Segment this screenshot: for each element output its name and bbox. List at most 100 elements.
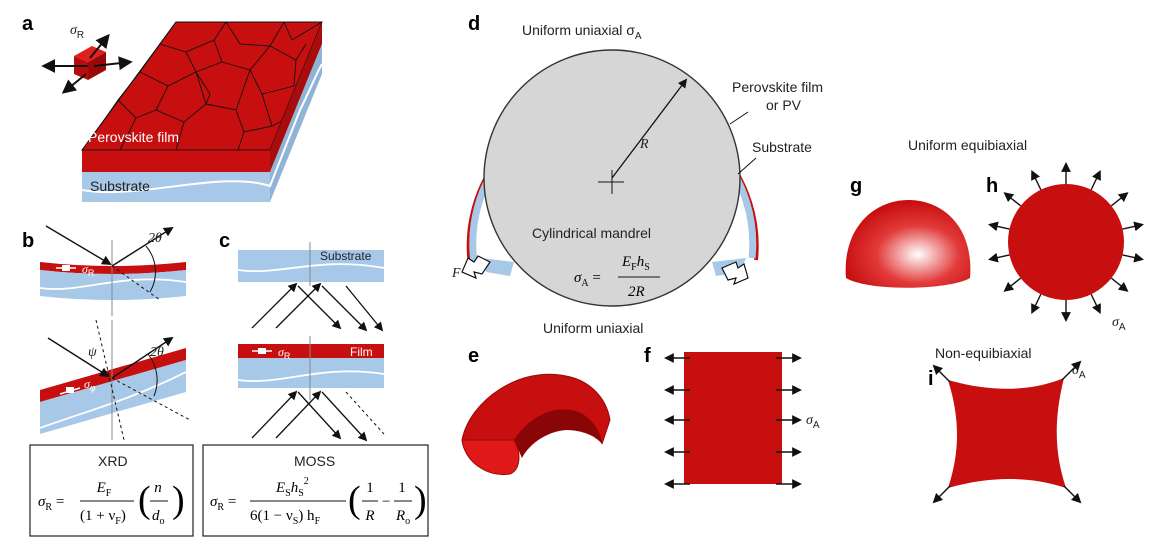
radial-stress-arrow bbox=[1110, 277, 1129, 292]
force-arrow-right-icon bbox=[721, 261, 749, 286]
sigma-r-label: σR bbox=[70, 23, 84, 41]
film-label: Perovskite film bbox=[88, 129, 179, 145]
sigma-r-c: σR bbox=[278, 345, 291, 361]
xrd-title: XRD bbox=[98, 453, 128, 469]
panel-g: g bbox=[845, 175, 971, 288]
panel-i: i σA bbox=[928, 360, 1086, 504]
radius-label: R bbox=[639, 137, 649, 152]
moss-film-label: Film bbox=[350, 345, 373, 359]
radius-arrow bbox=[611, 78, 688, 179]
xrd-equation-box bbox=[29, 444, 194, 537]
force-arrow-left-icon bbox=[461, 255, 491, 280]
mandrel-equation: σA = EFhS 2R bbox=[574, 254, 660, 300]
moss-title: MOSS bbox=[294, 453, 335, 469]
svg-text:1: 1 bbox=[366, 480, 374, 496]
two-theta-bottom: 2θ bbox=[150, 345, 164, 360]
pillow-film bbox=[948, 378, 1066, 488]
sigma-a-i: σA bbox=[1072, 363, 1086, 381]
substrate-label: Substrate bbox=[90, 178, 150, 194]
panel-g-letter: g bbox=[850, 175, 862, 197]
svg-text:(1 + νF): (1 + νF) bbox=[80, 508, 126, 527]
two-theta-top: 2θ bbox=[148, 231, 162, 246]
panel-b: b 2θ σR 2θ ψ σφ XRD bbox=[22, 225, 194, 537]
panel-f: f σA bbox=[644, 345, 820, 489]
panel-h-letter: h bbox=[986, 175, 998, 197]
radial-stress-arrow bbox=[1122, 252, 1144, 263]
radial-stress-arrow bbox=[1122, 221, 1144, 232]
equibiaxial-header: Uniform equibiaxial bbox=[908, 137, 1027, 153]
radial-stress-arrow bbox=[1090, 169, 1101, 191]
svg-text:σA =: σA = bbox=[574, 270, 601, 289]
nonequi-header: Non-equibiaxial bbox=[935, 345, 1032, 361]
svg-text:(: ( bbox=[138, 479, 151, 521]
xrd-equation: σR = EF (1 + νF) ( n do ) bbox=[38, 479, 185, 527]
sigma-a-f: σA bbox=[806, 413, 820, 431]
radial-stress-arrow bbox=[1090, 293, 1101, 315]
panel-c-letter: c bbox=[219, 230, 230, 252]
equibiaxial-arrows bbox=[988, 162, 1144, 322]
panel-e: e bbox=[461, 345, 611, 476]
svg-text:n: n bbox=[154, 480, 162, 496]
radial-stress-arrow bbox=[1003, 277, 1022, 292]
mandrel-label: Cylindrical mandrel bbox=[532, 225, 651, 241]
film-pv-label-2: or PV bbox=[766, 97, 802, 113]
svg-text:(: ( bbox=[348, 479, 361, 521]
moss-equation-box bbox=[202, 444, 429, 537]
panel-f-letter: f bbox=[644, 345, 651, 367]
perovskite-slab bbox=[81, 21, 323, 202]
uniaxial-header: Uniform uniaxial bbox=[543, 320, 643, 336]
stress-cube-icon bbox=[74, 46, 106, 80]
stress-arrow-up bbox=[89, 33, 110, 59]
svg-text:): ) bbox=[414, 479, 427, 521]
radial-stress-arrow bbox=[1003, 192, 1022, 207]
dumbbell-icon-top bbox=[56, 265, 76, 271]
stress-arrow-right bbox=[93, 56, 133, 71]
radial-stress-arrow bbox=[1110, 192, 1129, 207]
moss-substrate-label: Substrate bbox=[320, 249, 372, 263]
panel-h: h σA bbox=[986, 162, 1144, 333]
grain-boundaries bbox=[99, 21, 323, 151]
panel-a: a σR bbox=[22, 13, 323, 202]
force-label: F bbox=[451, 266, 461, 281]
radial-stress-arrow bbox=[988, 221, 1010, 232]
panel-e-letter: e bbox=[468, 345, 479, 367]
panel-a-letter: a bbox=[22, 13, 34, 35]
panel-i-letter: i bbox=[928, 368, 934, 390]
panel-d-letter: d bbox=[468, 13, 480, 35]
panel-c: c Substrate σR Film MOSS σR = EShS2 bbox=[202, 230, 429, 537]
svg-text:2R: 2R bbox=[628, 284, 645, 300]
panel-d-title: Uniform uniaxial σA bbox=[522, 22, 642, 42]
radial-stress-arrow bbox=[1031, 293, 1042, 315]
dumbbell-icon-c bbox=[252, 348, 272, 354]
panel-b-letter: b bbox=[22, 230, 34, 252]
film-pv-label-1: Perovskite film bbox=[732, 79, 823, 95]
svg-text:do: do bbox=[152, 508, 165, 527]
svg-text:Ro: Ro bbox=[395, 508, 410, 527]
dumbbell-icon-bottom bbox=[59, 387, 81, 395]
stress-arrow-down bbox=[61, 73, 87, 94]
dome bbox=[845, 200, 971, 288]
uniaxial-arrows bbox=[664, 353, 802, 489]
radial-stress-arrow bbox=[988, 252, 1010, 263]
svg-text:): ) bbox=[172, 479, 185, 521]
sigma-a-h: σA bbox=[1112, 315, 1126, 333]
uniaxial-film-square bbox=[684, 352, 782, 484]
radial-stress-arrow bbox=[1031, 169, 1042, 191]
psi-label: ψ bbox=[88, 345, 97, 360]
sigma-r-b-top: σR bbox=[82, 262, 95, 278]
svg-text:σR =: σR = bbox=[210, 494, 236, 513]
corner-arrows bbox=[932, 360, 1082, 504]
panel-d: d Uniform uniaxial σA R Cylindrical mand… bbox=[451, 13, 823, 307]
svg-text:σR =: σR = bbox=[38, 494, 64, 513]
panel-d-substrate-label: Substrate bbox=[752, 139, 812, 155]
svg-text:6(1 − νS) hF: 6(1 − νS) hF bbox=[250, 508, 321, 527]
sigma-phi-b: σφ bbox=[84, 377, 96, 393]
svg-text:−: − bbox=[382, 494, 390, 510]
svg-text:1: 1 bbox=[398, 480, 406, 496]
equibiaxial-disk bbox=[1008, 184, 1124, 300]
svg-text:EShS2: EShS2 bbox=[275, 476, 309, 499]
moss-equation: σR = EShS2 6(1 − νS) hF ( 1 R − 1 Ro ) bbox=[210, 476, 427, 527]
svg-text:EFhS: EFhS bbox=[621, 254, 650, 273]
svg-text:EF: EF bbox=[96, 480, 112, 499]
